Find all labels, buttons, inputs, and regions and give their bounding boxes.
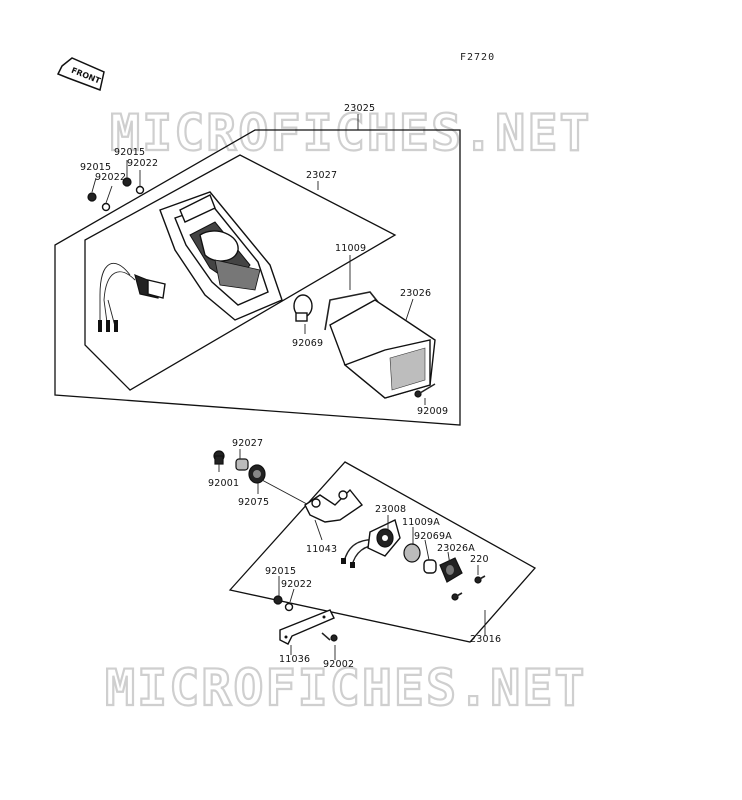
label-23026: 23026	[400, 288, 431, 299]
assembly-box-23027	[84, 154, 397, 391]
collar-92027	[235, 458, 249, 471]
leaders-lower	[218, 449, 486, 660]
label-92009: 92009	[417, 406, 448, 417]
label-220: 220	[470, 554, 489, 565]
label-23026A: 23026A	[437, 543, 475, 554]
bulb-92069	[293, 294, 313, 322]
label-92022-a: 92022	[95, 172, 126, 183]
label-92022-c: 92022	[281, 579, 312, 590]
label-92001: 92001	[208, 478, 239, 489]
label-92015-a: 92015	[80, 162, 111, 173]
label-92069: 92069	[292, 338, 323, 349]
watermark-bottom: MICROFICHES.NET	[105, 659, 587, 717]
label-11043: 11043	[306, 544, 337, 555]
label-92015-c: 92015	[265, 566, 296, 577]
gasket-11009A	[403, 543, 421, 563]
label-92015-b: 92015	[114, 147, 145, 158]
clip-11009	[324, 291, 379, 331]
bolt-92002	[321, 632, 338, 642]
bulb-92069A	[423, 559, 437, 574]
label-11009A: 11009A	[402, 517, 440, 528]
screw-220	[451, 575, 486, 601]
label-92027: 92027	[232, 438, 263, 449]
nut-washer-upper-left	[87, 177, 145, 212]
lens-23026A	[439, 557, 463, 583]
label-23008: 23008	[375, 504, 406, 515]
grommet-92075	[248, 464, 266, 484]
front-arrow-icon: FRONT	[56, 57, 105, 92]
socket-wiring	[98, 263, 166, 332]
tail-light-housing	[159, 191, 283, 321]
leaders-upper	[91, 114, 426, 405]
bracket-11036	[279, 609, 335, 645]
label-11009: 11009	[335, 243, 366, 254]
label-23016: 23016	[470, 634, 501, 645]
screw-92009	[414, 383, 436, 398]
housing-23008	[367, 519, 401, 557]
label-23025: 23025	[344, 103, 375, 114]
label-92022-b: 92022	[127, 158, 158, 169]
label-92075: 92075	[238, 497, 269, 508]
label-92002: 92002	[323, 659, 354, 670]
lens-23026	[329, 299, 436, 399]
label-11036: 11036	[279, 654, 310, 665]
figure-code: F2720	[460, 52, 495, 63]
bolt-92001	[213, 450, 225, 465]
nut-washer-lower	[273, 595, 294, 612]
label-23027: 23027	[306, 170, 337, 181]
assembly-box-23025	[54, 129, 461, 426]
watermark-top: MICROFICHES.NET	[110, 104, 592, 162]
bracket-11043	[304, 488, 364, 523]
label-92069A: 92069A	[414, 531, 452, 542]
